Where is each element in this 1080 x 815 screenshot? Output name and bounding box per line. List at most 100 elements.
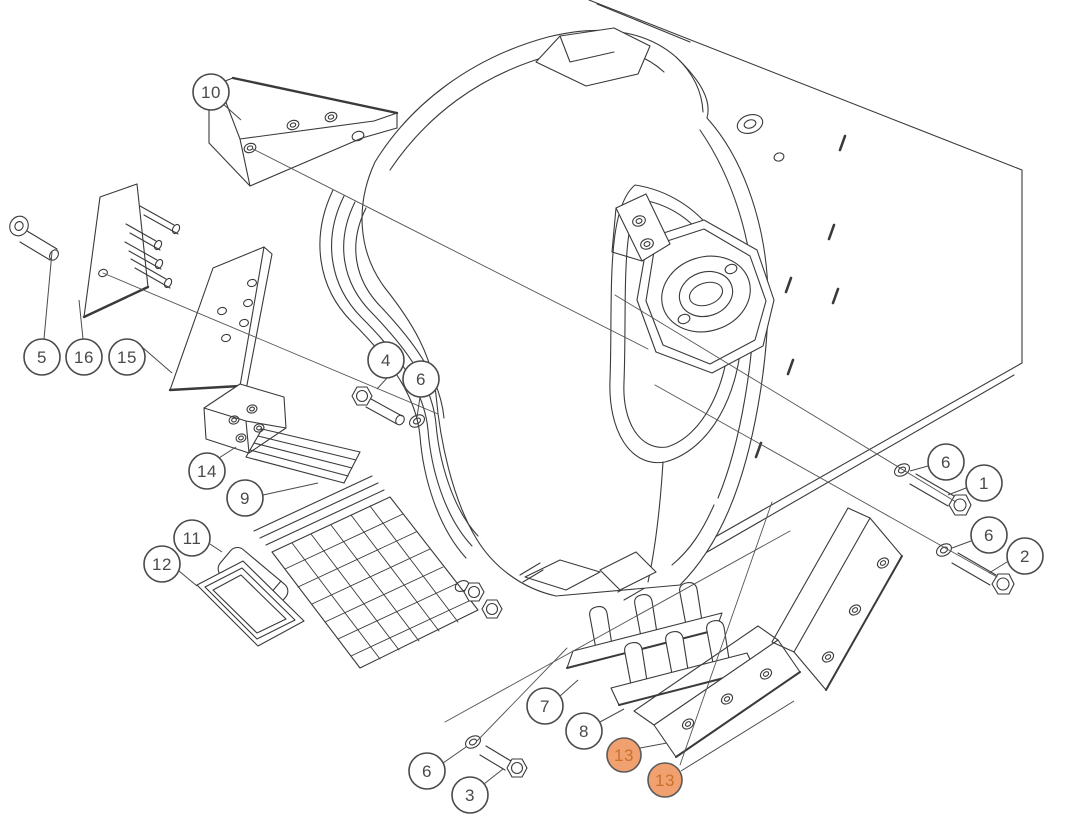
balloon-number: 15 (117, 348, 137, 367)
balloon-circle[interactable] (647, 762, 683, 798)
balloon-number: 5 (37, 348, 47, 367)
balloon-16[interactable]: 16 (65, 299, 103, 376)
balloon-8[interactable]: 8 (565, 708, 625, 750)
washer-6-bottom (463, 733, 482, 751)
balloon-circle[interactable] (65, 338, 103, 376)
leader-line (483, 768, 504, 785)
balloon-circle[interactable] (965, 464, 1003, 502)
leader-line (221, 102, 242, 121)
balloon-number: 3 (465, 786, 475, 805)
balloon-6[interactable]: 6 (909, 443, 965, 481)
balloon-circle[interactable] (108, 338, 146, 376)
balloon-12[interactable]: 12 (143, 545, 198, 587)
liner-plate-12 (197, 561, 304, 646)
leader-line (988, 561, 1008, 574)
balloon-number: 13 (655, 771, 675, 790)
balloon-number: 9 (240, 489, 250, 508)
spacer-block-14 (204, 384, 286, 453)
balloon-circle[interactable] (226, 479, 264, 517)
balloon-circle[interactable] (23, 338, 61, 376)
balloon-number: 8 (579, 722, 589, 741)
pins (125, 206, 181, 289)
balloon-14[interactable]: 14 (188, 446, 237, 490)
balloon-9[interactable]: 9 (226, 479, 319, 517)
washer-6-right-upper (892, 461, 911, 479)
leader-line (262, 482, 319, 496)
balloon-number: 14 (197, 462, 217, 481)
balloon-circle[interactable] (408, 752, 446, 790)
balloon-circle[interactable] (367, 341, 405, 379)
balloon-circle[interactable] (927, 443, 965, 481)
shim-stack-9 (246, 429, 360, 483)
leader-line (442, 746, 467, 764)
cap-screw-5 (6, 213, 60, 262)
balloon-3[interactable]: 3 (451, 768, 504, 814)
leader-line (416, 396, 421, 418)
balloon-7[interactable]: 7 (526, 679, 579, 725)
leader-line (141, 346, 173, 374)
leader-line (680, 700, 795, 772)
balloon-2[interactable]: 2 (988, 537, 1044, 575)
balloon-15[interactable]: 15 (108, 338, 173, 376)
cutting-edge-7 (567, 583, 722, 668)
balloon-circle[interactable] (143, 545, 181, 583)
balloon-number: 11 (183, 529, 202, 548)
balloon-circle[interactable] (402, 360, 440, 398)
frame-foot-tab (600, 552, 656, 590)
balloon-number: 6 (984, 526, 994, 545)
leader-line (951, 540, 972, 549)
leader-line (78, 299, 84, 340)
balloon-number: 1 (979, 474, 989, 493)
leader-line (909, 465, 929, 472)
balloon-circle[interactable] (192, 73, 230, 111)
step-grate (254, 476, 502, 668)
balloon-13-highlighted[interactable]: 13 (647, 700, 795, 798)
balloon-1[interactable]: 1 (947, 464, 1003, 502)
balloon-number: 10 (201, 83, 221, 102)
hex-bolt-4 (352, 387, 406, 426)
exploded-view-artwork (6, 0, 1022, 777)
balloon-6[interactable]: 6 (951, 516, 1008, 554)
balloon-number: 16 (74, 348, 94, 367)
balloon-circle[interactable] (1006, 537, 1044, 575)
mount-bracket-10 (209, 78, 397, 186)
leader-line (947, 487, 967, 496)
balloon-number: 13 (614, 746, 634, 765)
gusset-plate-15 (170, 247, 272, 390)
explosion-lines (103, 149, 997, 765)
balloon-6[interactable]: 6 (402, 360, 440, 418)
balloon-11[interactable]: 11 (173, 519, 223, 557)
leader-line (639, 742, 668, 749)
balloon-5[interactable]: 5 (23, 251, 61, 376)
edge-plate-13b (772, 508, 902, 690)
grate-bolts (454, 579, 502, 618)
balloon-4[interactable]: 4 (367, 341, 405, 390)
balloon-circle[interactable] (565, 712, 603, 750)
balloon-circle[interactable] (451, 776, 489, 814)
balloon-circle[interactable] (526, 687, 564, 725)
balloon-number: 4 (381, 351, 391, 370)
hex-bolt-3 (480, 746, 527, 777)
balloon-13-highlighted[interactable]: 13 (606, 737, 668, 773)
balloon-number: 12 (152, 555, 172, 574)
edge-plate-13a (634, 626, 800, 757)
balloon-number: 6 (416, 370, 426, 389)
pivot-hub (637, 220, 774, 373)
balloon-circle[interactable] (173, 519, 211, 557)
balloon-circle[interactable] (188, 452, 226, 490)
pin-plate-16 (84, 184, 181, 317)
balloon-circle[interactable] (970, 516, 1008, 554)
balloon-6[interactable]: 6 (408, 746, 467, 790)
balloon-circle[interactable] (606, 737, 642, 773)
leader-line (43, 251, 53, 340)
leader-line (218, 446, 237, 459)
balloon-10[interactable]: 10 (192, 73, 242, 121)
leader-line (178, 570, 198, 587)
leader-line (599, 708, 625, 723)
washer-6-mid (407, 412, 426, 430)
hub-bracket (612, 194, 670, 261)
plate-countersunk-hole (735, 111, 785, 162)
leader-line (209, 543, 223, 553)
